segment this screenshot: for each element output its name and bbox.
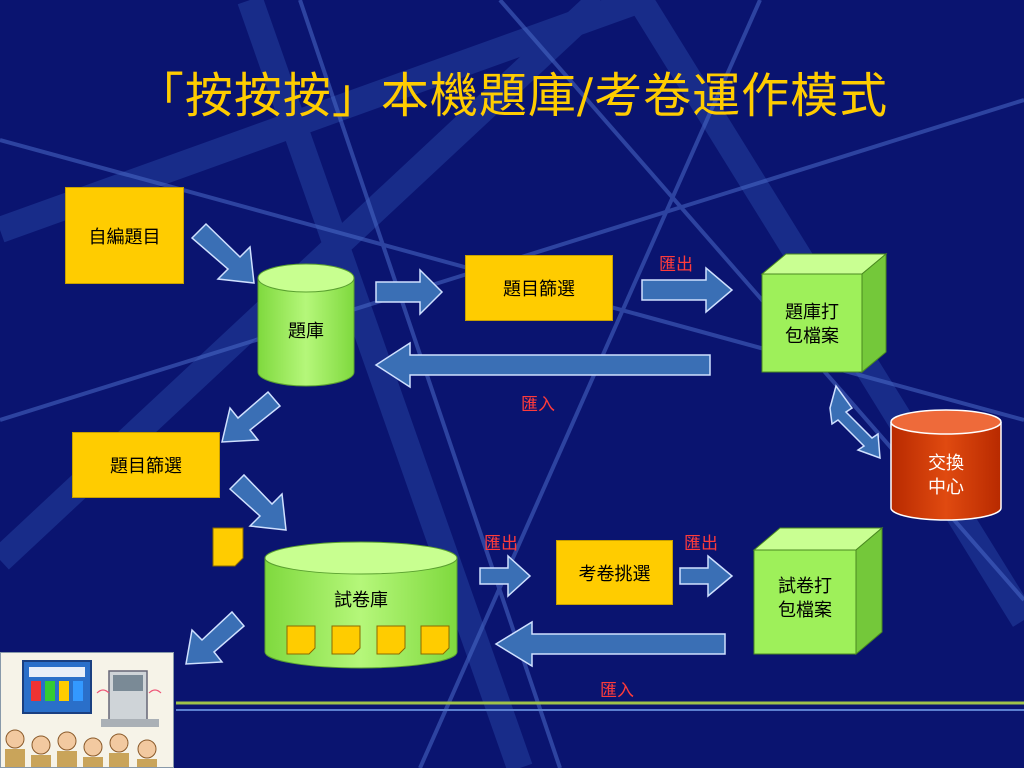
edge-label-import-top: 匯入 (521, 395, 555, 415)
node-paper-pack-line1: 試卷打 (778, 576, 832, 597)
node-filter-left: 題目篩選 (72, 432, 220, 498)
node-paper-pack: 試卷打 包檔案 (754, 575, 856, 623)
node-exchange-line1: 交換 (928, 453, 964, 474)
node-filter-top-label: 題目篩選 (503, 279, 575, 300)
node-bank-pack-line2: 包檔案 (785, 326, 839, 347)
arrow-filter-to-paper-bank (228, 473, 287, 531)
arrow-edit-to-bank (190, 222, 255, 284)
node-bank-pack-line1: 題庫打 (785, 302, 839, 323)
arrow-pack-exchange (829, 384, 881, 460)
edge-label-import-bottom: 匯入 (600, 681, 634, 701)
classroom-clipart-image (0, 652, 174, 768)
node-exchange-line2: 中心 (928, 477, 964, 498)
arrow-select-to-paperpack (679, 554, 734, 598)
paper-doc-1-icon (286, 625, 316, 655)
paper-pack-cube (752, 526, 884, 656)
node-self-edit-label: 自編題目 (88, 226, 161, 248)
edge-label-export-paper-right: 匯出 (684, 534, 718, 554)
paper-doc-2-icon (331, 625, 361, 655)
edge-label-export-paper-left: 匯出 (484, 534, 518, 554)
node-paper-pack-line2: 包檔案 (778, 600, 832, 621)
bank-cylinder (257, 263, 355, 387)
arrow-paperbank-to-select (479, 554, 532, 598)
node-paper-select-label: 考卷挑選 (578, 563, 651, 585)
node-bank-label: 題庫 (288, 321, 324, 342)
arrow-paperpack-to-bank (494, 620, 726, 668)
paper-doc-3-icon (376, 625, 406, 655)
paper-bank-cylinder (264, 541, 458, 669)
bank-pack-cube (760, 252, 888, 374)
node-exchange: 交換 中心 (891, 452, 1001, 500)
arrow-bank-to-filter-left (221, 390, 282, 443)
edge-label-export-top: 匯出 (659, 255, 693, 275)
arrow-pack-to-bank (374, 341, 711, 389)
arrow-filter-to-pack (641, 266, 734, 314)
node-self-edit: 自編題目 (65, 187, 184, 284)
node-paper-bank-label: 試卷庫 (334, 590, 388, 611)
node-filter-top: 題目篩選 (465, 255, 613, 321)
single-doc-icon (212, 527, 244, 567)
node-filter-left-label: 題目篩選 (110, 456, 182, 477)
node-bank-pack: 題庫打 包檔案 (762, 301, 862, 349)
exchange-cylinder (890, 409, 1002, 521)
paper-doc-4-icon (420, 625, 450, 655)
slide-title: 「按按按」本機題庫/考卷運作模式 (135, 68, 889, 124)
classroom-clipart-icon (1, 653, 173, 767)
arrow-bank-to-filter (375, 268, 444, 316)
node-paper-select: 考卷挑選 (556, 540, 673, 605)
arrow-paper-bank-out (185, 610, 246, 665)
